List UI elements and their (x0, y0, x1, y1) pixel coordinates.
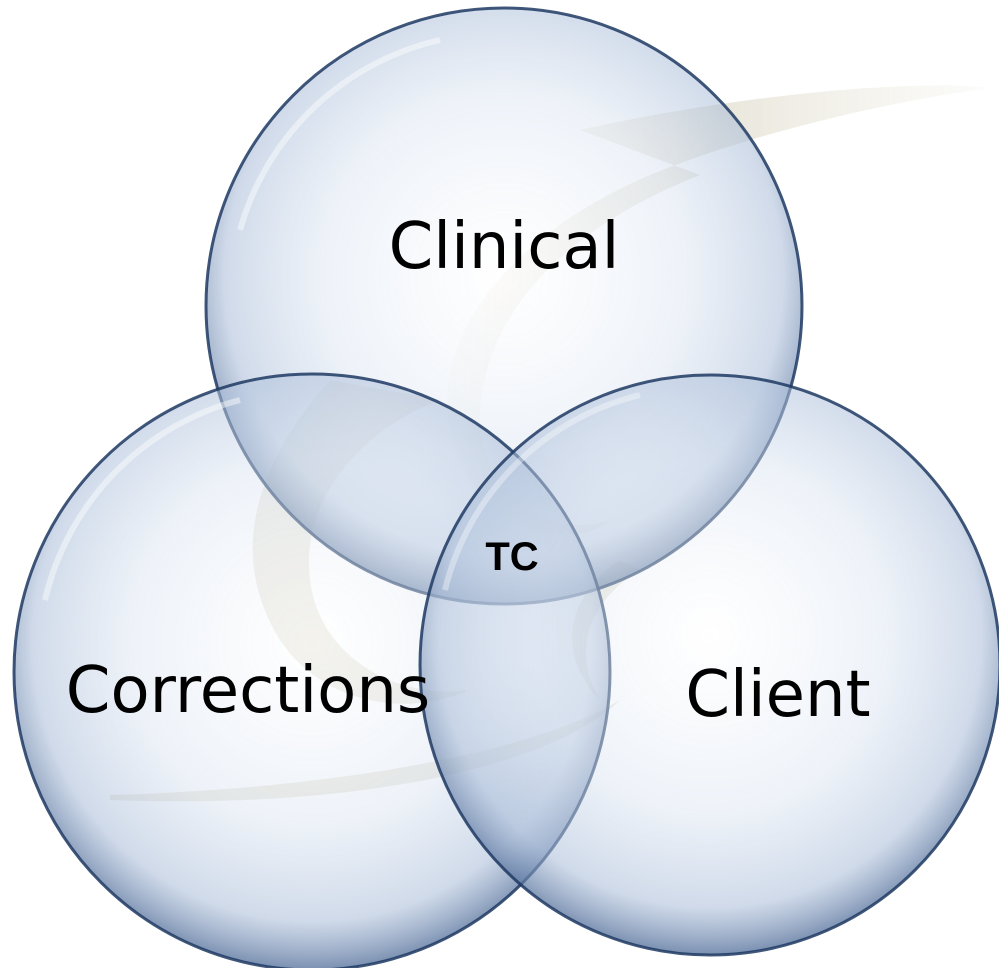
gloss-highlight (42, 397, 241, 601)
gloss-highlight (442, 392, 641, 591)
corrections-label: Corrections (66, 654, 430, 728)
circle-client (418, 373, 999, 957)
clinical-label: Clinical (389, 210, 620, 284)
center-label: TC (485, 535, 538, 579)
client-label: Client (685, 658, 870, 732)
gloss-highlight (237, 37, 441, 231)
